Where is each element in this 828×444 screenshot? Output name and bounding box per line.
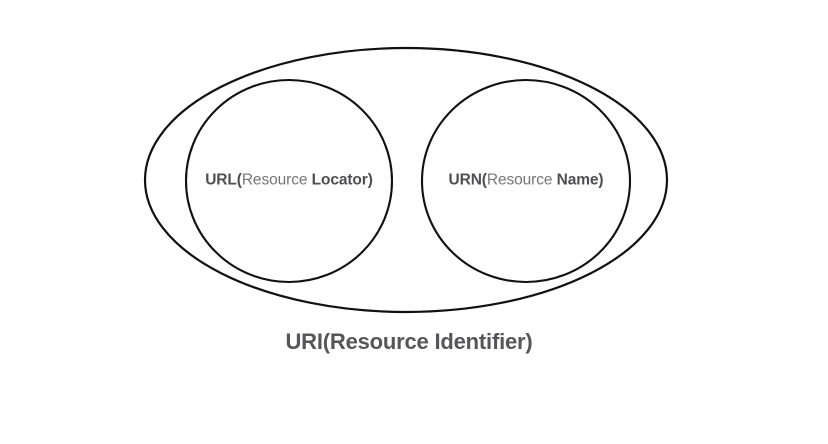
urn-middle-word: Resource [486, 171, 557, 189]
urn-suffix-word: Name) [556, 171, 604, 189]
urn-abbreviation: URN( [448, 171, 487, 189]
urn-inner-circle [420, 78, 632, 284]
url-suffix-word: Locator) [311, 171, 373, 189]
url-set-label: URL(Resource Locator) [205, 172, 373, 188]
url-abbreviation: URL( [205, 171, 242, 189]
urn-set-label: URN(Resource Name) [449, 172, 604, 188]
url-middle-word: Resource [241, 171, 312, 189]
uri-outer-ellipse [143, 46, 669, 314]
url-inner-circle [184, 78, 394, 284]
uri-caption-label: URI(Resource Identifier) [285, 329, 533, 354]
